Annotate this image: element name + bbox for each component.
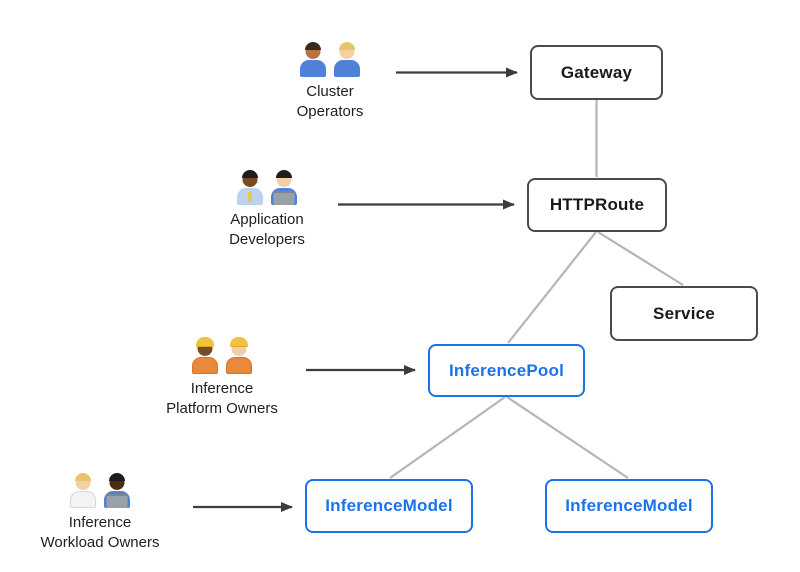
- node-httproute-label: HTTPRoute: [549, 195, 645, 214]
- woman-mechanic-emoji-icon: [334, 39, 361, 77]
- node-inferencemodel-2-label: InferenceModel: [565, 496, 693, 515]
- man-office-worker-emoji-icon: [237, 167, 264, 205]
- man-mechanic-emoji-icon: [300, 39, 327, 77]
- man-technologist-emoji-icon: [104, 470, 131, 508]
- persona-inference-workload-owners-label: Inference Workload Owners: [40, 514, 160, 551]
- node-service-label: Service: [653, 303, 715, 323]
- persona-inference-platform-owners-label: Inference Platform Owners: [166, 380, 278, 417]
- persona-application-developers-label: Application Developers: [229, 211, 305, 248]
- node-gateway: Gateway: [530, 45, 663, 100]
- edge-inferencepool-inferencemodel-1: [389, 396, 506, 479]
- node-inferencemodel-1: InferenceModel: [305, 479, 473, 533]
- woman-technologist-emoji-icon: [271, 167, 298, 205]
- edge-httproute-service: [597, 231, 684, 286]
- man-construction-worker-emoji-icon: [226, 336, 253, 374]
- node-inferencepool: InferencePool: [428, 344, 585, 397]
- node-inferencepool-label: InferencePool: [448, 360, 565, 380]
- persona-inference-platform-owners: Inference Platform Owners: [132, 334, 312, 418]
- edge-httproute-inferencepool: [507, 231, 597, 344]
- edge-inferencepool-inferencemodel-2: [506, 396, 629, 479]
- node-inferencemodel-1-label: InferenceModel: [325, 496, 453, 515]
- persona-application-developers: Application Developers: [197, 165, 337, 249]
- node-httproute: HTTPRoute: [527, 178, 667, 232]
- persona-inference-workload-owners: Inference Workload Owners: [10, 468, 190, 552]
- node-service: Service: [610, 286, 758, 341]
- node-inferencemodel-2: InferenceModel: [545, 479, 713, 533]
- persona-cluster-operators: Cluster Operators: [260, 37, 400, 121]
- woman-construction-worker-emoji-icon: [192, 336, 219, 374]
- persona-cluster-operators-label: Cluster Operators: [296, 83, 364, 120]
- health-worker-emoji-icon: [70, 470, 97, 508]
- node-gateway-label: Gateway: [560, 62, 633, 82]
